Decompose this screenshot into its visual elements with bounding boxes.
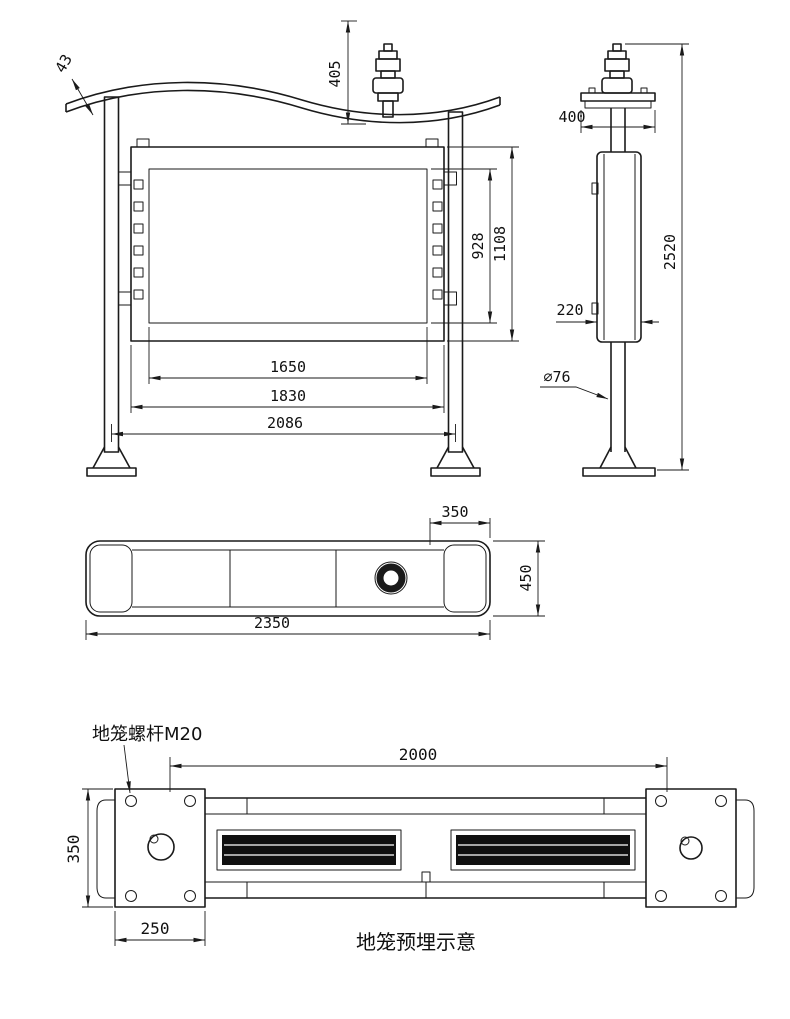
- side-dimensions: 400 220 2520 ∅76: [540, 43, 689, 471]
- dim-label-2350: 2350: [254, 614, 290, 632]
- dim-label-400: 400: [558, 108, 585, 126]
- pole-hole: [376, 563, 406, 593]
- side-view: [580, 43, 656, 477]
- bolt-label: 地笼螺杆M20: [92, 724, 202, 745]
- dim-label-2086: 2086: [267, 414, 303, 432]
- left-anchor-plate: [114, 788, 206, 908]
- canopy-top-edge: [65, 81, 501, 116]
- dim-label-1108: 1108: [491, 226, 509, 262]
- camera-mast-side: [601, 43, 633, 94]
- dim-label-dia76: ∅76: [543, 368, 570, 386]
- embed-channel-left: [216, 829, 402, 871]
- dim-label-450: 450: [517, 564, 535, 591]
- dim-label-405: 405: [326, 60, 344, 87]
- anchor-bolts: [125, 795, 727, 902]
- dim-label-250: 250: [141, 919, 170, 938]
- dim-label-2520: 2520: [661, 234, 679, 270]
- right-foot: [430, 446, 481, 477]
- panel-frame: [130, 146, 445, 342]
- top-view: [85, 540, 491, 617]
- camera-mast-front: [372, 43, 404, 118]
- embed-channel-right: [450, 829, 636, 871]
- front-view: [65, 43, 501, 477]
- foundation-dimensions: 2000 350 250: [64, 744, 668, 946]
- dim-label-fnd-350: 350: [64, 835, 83, 864]
- right-pole-hole: [679, 836, 703, 860]
- foundation-view: [96, 788, 755, 908]
- panel-screen: [148, 168, 428, 324]
- right-post: [447, 111, 464, 453]
- dim-label-43: 43: [51, 51, 76, 76]
- dim-label-1650: 1650: [270, 358, 306, 376]
- left-post: [103, 96, 120, 453]
- plan-outline: [85, 540, 491, 617]
- dim-label-928: 928: [469, 232, 487, 259]
- dim-label-2000: 2000: [399, 745, 438, 764]
- dim-label-1830: 1830: [270, 387, 306, 405]
- dim-label-top-350: 350: [441, 503, 468, 521]
- dim-label-220: 220: [556, 301, 583, 319]
- side-cabinet: [596, 151, 642, 343]
- frame-clips: [133, 179, 443, 300]
- mount-brackets: [118, 171, 457, 306]
- right-anchor-plate: [645, 788, 737, 908]
- top-dimensions: 350 450 2350: [85, 503, 545, 640]
- foundation-caption: 地笼预埋示意: [356, 930, 476, 954]
- canopy-bottom-edge: [65, 89, 501, 124]
- left-foot: [86, 446, 137, 477]
- left-pole-hole: [147, 833, 175, 861]
